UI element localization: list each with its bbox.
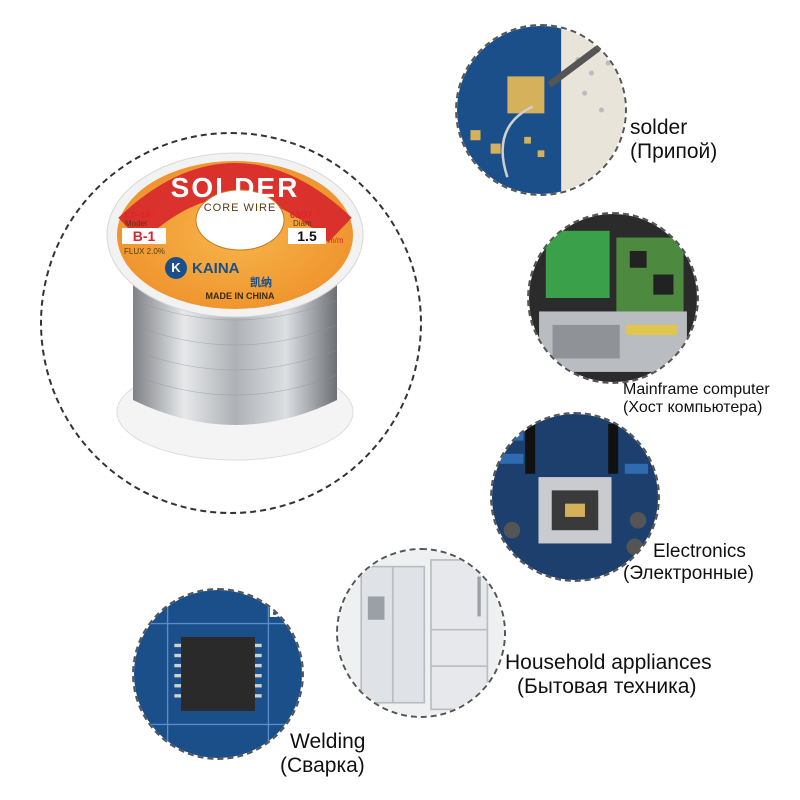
spool-model-label: Model <box>125 219 147 228</box>
spool-logo-cn: 凯纳 <box>250 277 272 289</box>
spool-origin: MADE IN CHINA <box>205 291 275 301</box>
caption-solder-en: solder <box>630 116 688 139</box>
caption-mainframe-ru: (Хост компьютера) <box>623 399 763 417</box>
household-appliances-photo <box>336 548 506 718</box>
solder-spool-image <box>106 152 364 461</box>
electronics-photo <box>490 412 660 582</box>
spool-model-value: B-1 <box>122 228 166 244</box>
svg-text:B: B <box>268 601 281 621</box>
spool-brand-arc: SOLDER <box>170 172 300 203</box>
caption-electronics: Electronics (Электронные) <box>623 541 754 585</box>
caption-solder-ru: (Припой) <box>630 140 718 164</box>
caption-electronics-en: Electronics <box>653 541 746 562</box>
caption-welding: Welding (Сварка) <box>280 730 366 778</box>
spool-model-code: CF-10 <box>125 210 151 220</box>
caption-mainframe: Mainframe computer (Хост компьютера) <box>623 381 770 418</box>
spool-diam-label: Diam <box>293 219 312 228</box>
caption-household: Household appliances (Бытовая техника) <box>505 651 712 699</box>
kaina-logo-icon: K <box>165 257 187 279</box>
caption-welding-en: Welding <box>290 730 366 753</box>
spool-alloy: 63/37 <box>290 210 313 220</box>
caption-household-en: Household appliances <box>505 651 712 674</box>
spool-flux: FLUX 2.0% <box>124 247 165 256</box>
spool-sub-arc: CORE WIRE <box>203 202 277 214</box>
caption-mainframe-en: Mainframe computer <box>623 381 770 398</box>
solder-photo <box>455 24 627 196</box>
caption-solder: solder (Припой) <box>630 116 717 164</box>
mainframe-photo <box>527 212 699 384</box>
welding-photo: B <box>132 588 304 760</box>
spool-logo-text: KAINA <box>192 260 240 277</box>
spool-unit: m/m <box>328 236 344 245</box>
spool-diam-value: 1.5 <box>288 228 326 244</box>
caption-electronics-ru: (Электронные) <box>623 562 754 584</box>
caption-welding-ru: (Сварка) <box>280 754 365 778</box>
caption-household-ru: (Бытовая техника) <box>517 675 697 699</box>
